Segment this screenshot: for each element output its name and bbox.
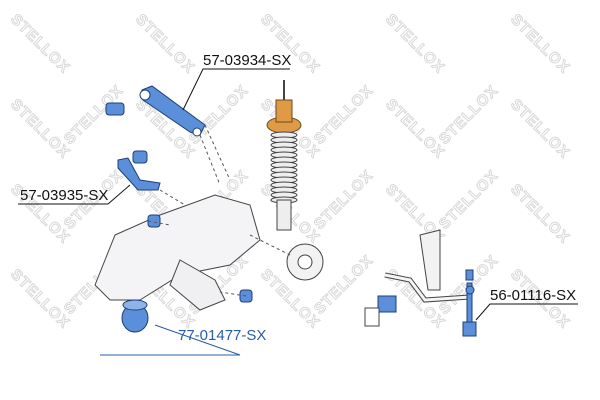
watermark-text: STELLOX bbox=[436, 167, 502, 233]
watermark-text: STELLOX bbox=[507, 181, 573, 247]
watermark-text: STELLOX bbox=[507, 11, 573, 77]
watermark-text: STELLOX bbox=[382, 11, 448, 77]
watermark-text: STELLOX bbox=[311, 82, 377, 148]
watermark-text: STELLOX bbox=[7, 96, 73, 162]
hub-center bbox=[297, 254, 313, 270]
watermark-text: STELLOX bbox=[132, 11, 198, 77]
watermark-text: STELLOX bbox=[382, 96, 448, 162]
stabilizer-link bbox=[462, 269, 477, 337]
stabilizer-bar bbox=[364, 229, 471, 327]
watermark-text: STELLOX bbox=[7, 266, 73, 332]
label-lower-control-arm[interactable]: 57-03935-SX bbox=[20, 187, 109, 204]
shock-absorber bbox=[266, 80, 302, 231]
label-upper-control-arm[interactable]: 57-03934-SX bbox=[203, 52, 292, 69]
label-stabilizer-link[interactable]: 56-01116-SX bbox=[490, 287, 577, 304]
leader-lines bbox=[18, 68, 578, 356]
label-bushing[interactable]: 77-01477-SX bbox=[178, 327, 267, 344]
assembly-lines bbox=[147, 124, 291, 297]
subframe bbox=[94, 194, 261, 301]
watermark-text: STELLOX bbox=[507, 96, 573, 162]
watermark-text: STELLOX bbox=[311, 167, 377, 233]
watermark-text: STELLOX bbox=[436, 82, 502, 148]
trailing-arm bbox=[169, 259, 226, 311]
watermark-text: STELLOX bbox=[7, 11, 73, 77]
bushing-77-01477 bbox=[121, 289, 253, 333]
lower-control-arm bbox=[117, 150, 161, 228]
watermark-text: STELLOX bbox=[186, 82, 252, 148]
upper-control-arm bbox=[105, 85, 206, 137]
